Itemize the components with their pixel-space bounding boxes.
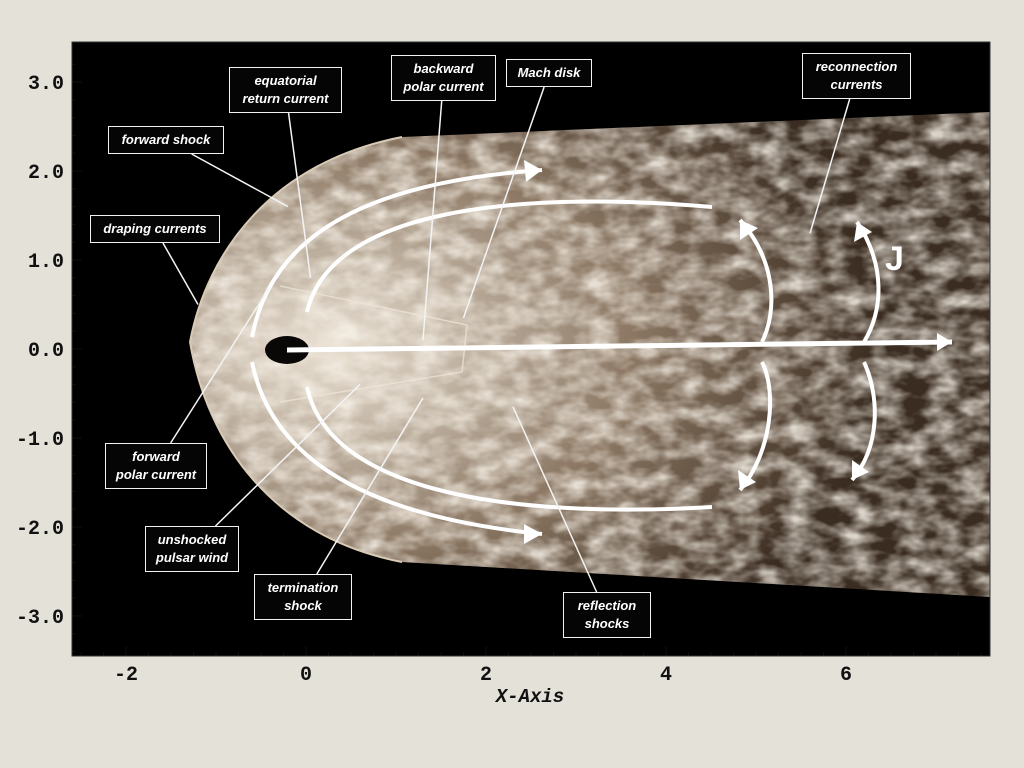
y-tick-label: 3.0 — [28, 73, 64, 96]
x-tick-label: 6 — [840, 664, 852, 687]
y-tick-label: 1.0 — [28, 251, 64, 274]
annotation-termination-shock: termination shock — [254, 574, 352, 620]
leader-draping-currents — [162, 242, 199, 305]
arrowhead-eddy-1-upper — [740, 220, 758, 240]
bow-shock-lower — [189, 341, 403, 563]
arrowhead-return-lower — [524, 524, 542, 544]
leader-forward-polar-current — [169, 286, 271, 444]
return-current-upper — [250, 168, 543, 338]
y-tick-labels: 3.0 2.0 1.0 0.0 -1.0 -2.0 -3.0 — [16, 73, 64, 630]
leader-forward-shock — [191, 153, 289, 208]
x-tick-label: 2 — [480, 664, 492, 687]
leader-equatorial-return-current — [287, 112, 312, 278]
arrowhead-axial — [937, 333, 952, 351]
leader-backward-polar-current — [422, 100, 443, 341]
leader-termination-shock — [316, 397, 424, 575]
leader-mach-disk — [462, 86, 545, 319]
y-tick-label: -3.0 — [16, 607, 64, 630]
x-axis-title: X-Axis — [495, 686, 564, 708]
annotation-reconnection-currents: reconnection currents — [802, 53, 911, 99]
loop-current-lower — [305, 386, 713, 512]
x-tick-label: 4 — [660, 664, 672, 687]
annotation-draping-currents: draping currents — [90, 215, 220, 243]
leader-reflection-shocks — [512, 406, 598, 593]
nebula-region — [190, 112, 990, 597]
x-tick-label: -2 — [114, 664, 138, 687]
arrowhead-eddy-2-upper — [854, 222, 872, 242]
annotation-forward-shock: forward shock — [108, 126, 224, 154]
annotation-forward-polar-current: forward polar current — [105, 443, 207, 489]
loop-current-upper — [305, 199, 713, 313]
annotation-equatorial-return-current: equatorial return current — [229, 67, 342, 113]
bow-shock-upper — [189, 136, 403, 343]
arrowhead-eddy-1-lower — [738, 470, 756, 490]
eddy-1-lower — [738, 361, 773, 492]
y-tick-label: 0.0 — [28, 340, 64, 363]
annotation-mach-disk: Mach disk — [506, 59, 592, 87]
eddy-1-upper — [738, 218, 774, 343]
x-tick-label: 0 — [300, 664, 312, 687]
tick-marks — [72, 63, 982, 656]
axial-current-arrow — [286, 339, 953, 353]
return-current-lower — [250, 361, 543, 536]
arrowhead-return-upper — [524, 160, 542, 182]
arrowhead-eddy-2-lower — [852, 460, 869, 480]
leader-unshocked-pulsar-wind — [214, 384, 361, 527]
annotation-backward-polar-current: backward polar current — [391, 55, 496, 101]
eddy-2-upper — [855, 220, 881, 344]
y-tick-label: -2.0 — [16, 518, 64, 541]
annotation-leader-lines — [162, 86, 851, 593]
y-tick-label: -1.0 — [16, 429, 64, 452]
y-tick-label: 2.0 — [28, 162, 64, 185]
plot-border — [71, 41, 991, 657]
current-symbol-j: J — [885, 240, 904, 278]
annotation-reflection-shocks: reflection shocks — [563, 592, 651, 638]
x-tick-labels: -2 0 2 4 6 — [114, 664, 852, 687]
leader-reconnection-currents — [809, 98, 851, 234]
annotation-unshocked-pulsar-wind: unshocked pulsar wind — [145, 526, 239, 572]
